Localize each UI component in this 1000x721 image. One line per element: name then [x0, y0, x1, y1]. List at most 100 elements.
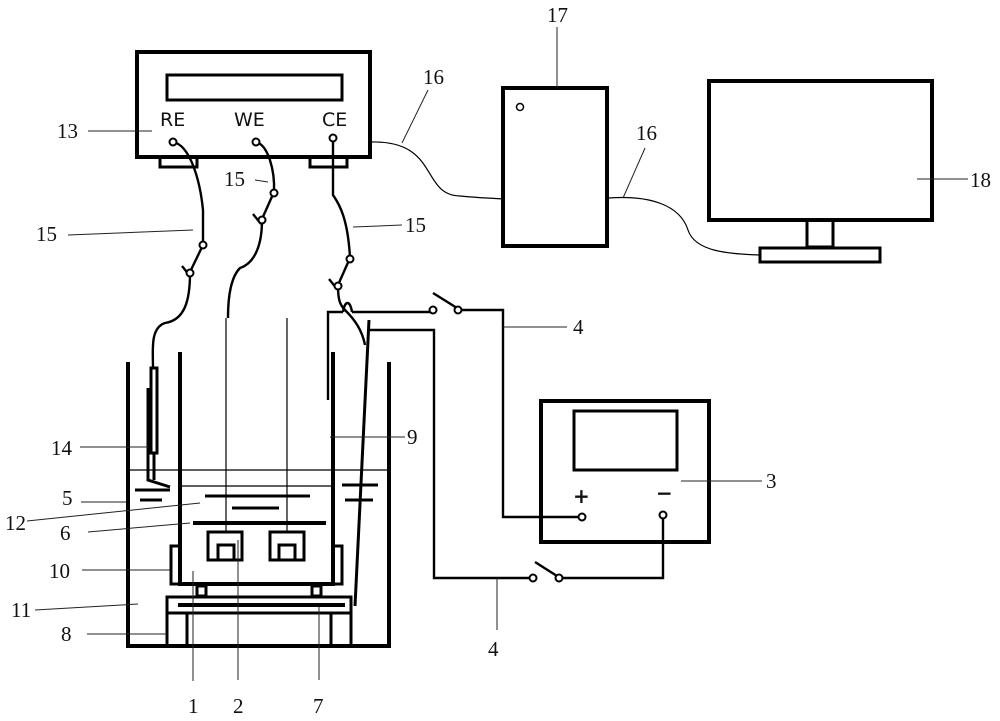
wire-crossover	[341, 301, 354, 313]
we-lead-lower	[226, 219, 264, 319]
outer-bath-vessel	[126, 362, 391, 648]
sample-left	[216, 543, 236, 562]
we-clip-top	[269, 188, 279, 198]
electrode-leads	[151, 133, 367, 369]
label-15-mid: 15	[224, 167, 245, 191]
lower-switch-contact-b	[554, 573, 564, 583]
computer-case	[501, 86, 609, 248]
reference-electrode-tip	[146, 388, 171, 489]
inner-cell-vessel	[178, 352, 335, 586]
label-16a: 16	[423, 65, 444, 89]
cable-potentiostat-to-computer	[369, 141, 504, 200]
monitor-neck	[805, 218, 835, 249]
positive-sign: +	[573, 484, 590, 508]
leader-15-mid	[254, 179, 269, 183]
leader-16b	[622, 147, 646, 199]
data-cables	[369, 141, 761, 256]
upper-switch-contact-a	[428, 305, 438, 315]
label-14: 14	[51, 436, 73, 460]
label-8: 8	[61, 622, 72, 646]
lower-switch-contact-a	[528, 573, 538, 583]
leader-16a	[401, 89, 429, 144]
potentiostat-display	[165, 73, 344, 102]
label-18: 18	[970, 168, 991, 192]
support-stage	[165, 595, 353, 615]
ce-terminal[interactable]	[328, 133, 338, 143]
label-15-left: 15	[36, 222, 57, 246]
monitor-screen	[707, 79, 934, 222]
wire-to-lower-switch	[369, 328, 530, 580]
power-supply-display	[572, 409, 679, 472]
potentiostat-foot-left	[158, 155, 199, 169]
power-indicator-icon	[515, 102, 525, 112]
power-supply-body	[539, 399, 711, 544]
lower-switch-lever[interactable]	[534, 560, 558, 578]
conductor-rod	[353, 319, 371, 607]
label-11: 11	[11, 598, 31, 622]
sample-right	[277, 543, 297, 562]
side-block-right	[331, 544, 344, 586]
negative-terminal[interactable]	[658, 510, 668, 520]
ce-clip-bottom	[333, 281, 343, 291]
we-lead	[255, 140, 276, 193]
re-terminal[interactable]	[168, 137, 178, 147]
label-5: 5	[62, 486, 73, 510]
reference-electrode-body	[149, 366, 159, 455]
wire-to-positive	[461, 308, 580, 519]
computer-unit	[501, 86, 609, 248]
re-lead-lower	[151, 272, 192, 369]
ce-lead	[331, 138, 352, 259]
cable-computer-to-monitor	[607, 196, 761, 256]
support-leg-left	[165, 611, 189, 648]
we-clip-bottom	[257, 215, 267, 225]
upper-switch-lever[interactable]	[432, 291, 458, 310]
label-15-right: 15	[405, 213, 426, 237]
label-1: 1	[188, 694, 199, 718]
monitor-base	[758, 246, 882, 264]
potentiostat-body	[135, 50, 372, 159]
re-lead	[172, 140, 205, 245]
support-leg-right	[329, 611, 353, 648]
leader-12	[26, 502, 201, 522]
positive-terminal[interactable]	[577, 512, 587, 522]
label-9: 9	[407, 425, 418, 449]
label-4-bottom: 4	[488, 637, 499, 661]
we-terminal-label: WE	[234, 109, 265, 131]
negative-sign: −	[656, 481, 673, 505]
leader-lines	[26, 27, 968, 681]
ce-terminal-label: CE	[322, 109, 347, 131]
label-3: 3	[766, 469, 777, 493]
power-wiring	[326, 291, 668, 607]
leader-15-right	[352, 224, 403, 228]
label-16b: 16	[636, 121, 657, 145]
label-2: 2	[233, 694, 244, 718]
ce-lead-lower	[336, 285, 367, 346]
wire-to-negative	[560, 517, 665, 580]
re-terminal-label: RE	[160, 109, 185, 131]
reference-numerals: 13 17 16 16 18 15 15 15 4 3 9 14 5 12 6 …	[5, 3, 991, 718]
label-7: 7	[313, 694, 324, 718]
side-block-left	[169, 544, 182, 586]
ce-clip-top	[345, 254, 355, 264]
re-clip-top	[198, 240, 208, 250]
leader-15-left	[67, 229, 194, 236]
upper-switch-contact-b	[453, 305, 463, 315]
label-10: 10	[49, 559, 70, 583]
power-supply: + −	[539, 399, 711, 544]
re-clip-bottom	[185, 268, 195, 278]
label-4-top: 4	[573, 315, 584, 339]
spacer-right	[310, 584, 323, 598]
potentiostat-foot-right	[308, 155, 349, 169]
we-terminal[interactable]	[251, 137, 261, 147]
label-12: 12	[5, 511, 26, 535]
monitor	[707, 79, 934, 264]
leader-11	[34, 603, 139, 611]
electrolysis-cell	[126, 318, 391, 648]
label-6: 6	[60, 521, 71, 545]
label-17: 17	[547, 3, 568, 27]
spacer-left	[195, 584, 208, 598]
potentiostat: RE WE CE	[135, 50, 372, 169]
leader-6	[87, 522, 191, 533]
label-13: 13	[57, 119, 78, 143]
